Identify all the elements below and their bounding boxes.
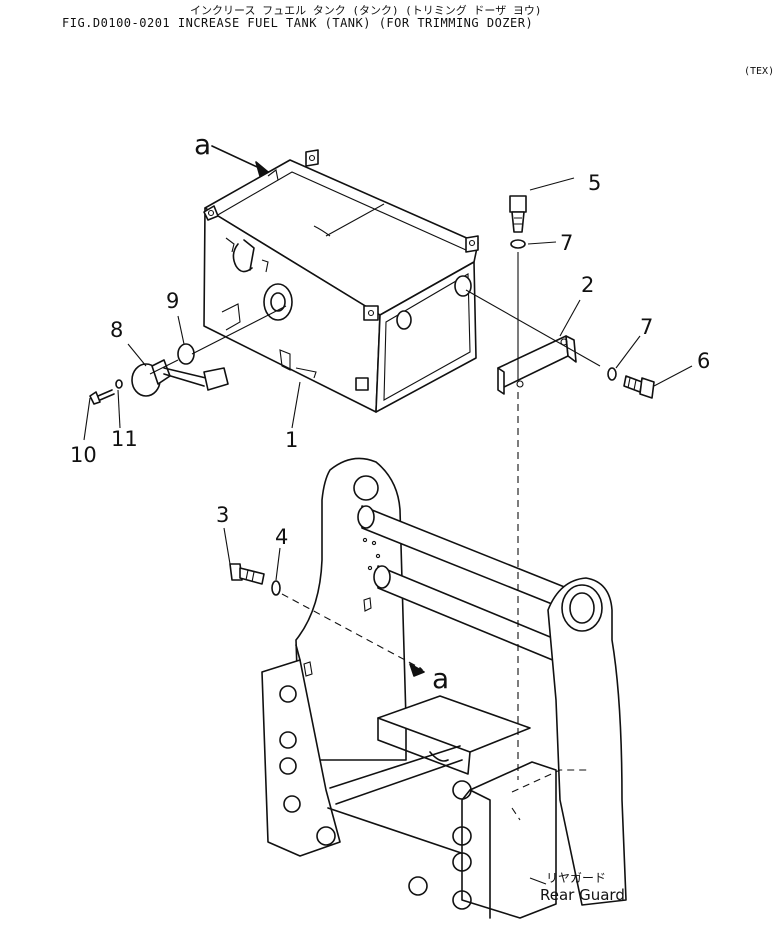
bolt-10 [89, 389, 115, 405]
callout-8: 8 [110, 318, 123, 342]
gasket-9 [177, 343, 195, 365]
callout-3: 3 [216, 503, 229, 527]
callout-2: 2 [581, 273, 594, 297]
mounting-bracket [497, 335, 577, 395]
bolt-5 [509, 195, 527, 233]
tube-end-upper [357, 505, 375, 529]
model-code: (TEX) [744, 66, 775, 77]
callout-7-top: 7 [560, 231, 573, 255]
figure-title-japanese: インクリース フュエル タンク (タンク) (トリミング ドーザ ヨウ) [190, 4, 542, 17]
rear-guard-label: Rear Guard [540, 886, 625, 904]
callout-1: 1 [285, 428, 298, 452]
washer-4 [271, 580, 281, 596]
callout-11: 11 [111, 427, 138, 451]
washer-7-right [607, 367, 617, 381]
bolt-6 [623, 375, 655, 399]
callout-6: 6 [697, 349, 710, 373]
pivot-boss [561, 584, 603, 632]
washer-11 [115, 379, 123, 389]
callout-7-right: 7 [640, 315, 653, 339]
sender-flange [263, 283, 293, 321]
bolt-3 [229, 563, 265, 585]
fuel-sender-unit [131, 359, 229, 397]
arrow-label-a-bottom: a [432, 662, 449, 695]
washer-7-top [510, 239, 526, 249]
callout-5: 5 [588, 171, 601, 195]
fuel-tank [203, 149, 479, 413]
arrow-label-a-top: a [194, 128, 211, 161]
callout-10: 10 [70, 443, 97, 467]
callout-9: 9 [166, 289, 179, 313]
callout-4: 4 [275, 525, 288, 549]
lift-eye-hole [353, 475, 379, 501]
arrow-a-frame [419, 667, 423, 671]
rear-guard-label-jp: リヤガード [546, 871, 606, 885]
figure-title: FIG.D0100-0201 INCREASE FUEL TANK (TANK)… [62, 16, 534, 30]
tube-end-lower [373, 565, 391, 589]
